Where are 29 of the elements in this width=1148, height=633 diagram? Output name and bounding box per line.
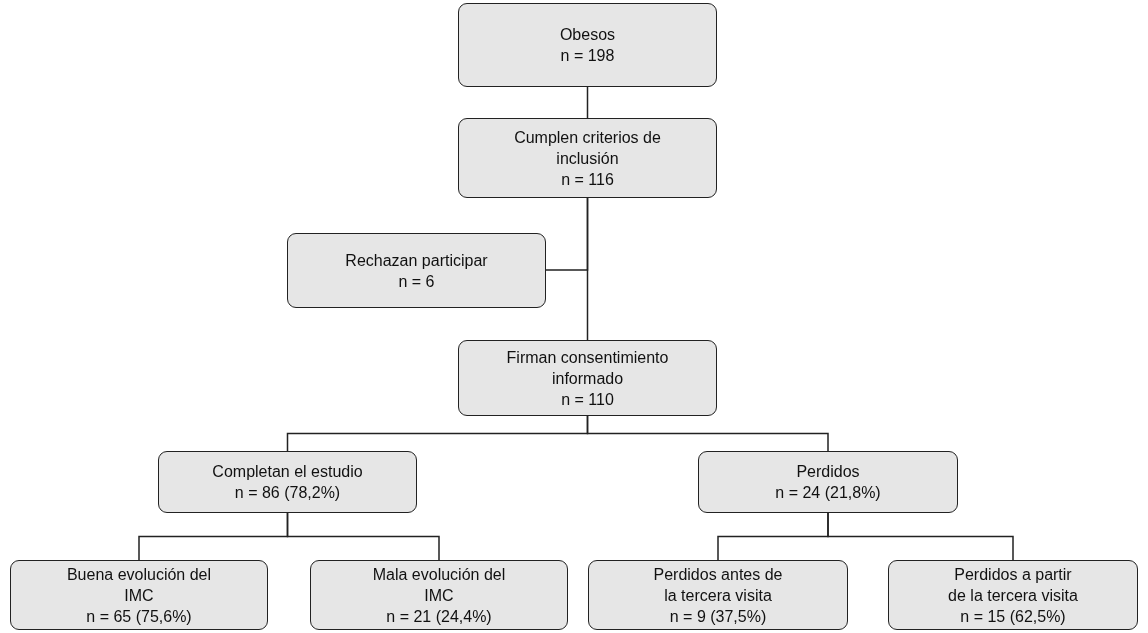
connector-line bbox=[586, 86, 589, 119]
process-box bbox=[158, 451, 417, 513]
count-text: n = 116 bbox=[561, 169, 614, 190]
connector-line bbox=[586, 197, 589, 341]
process-box bbox=[310, 560, 568, 630]
process-box bbox=[458, 340, 717, 416]
process-box bbox=[458, 3, 717, 87]
box-title: Perdidos bbox=[796, 462, 860, 482]
process-box bbox=[588, 560, 848, 630]
count-text: n = 15 (62,5%) bbox=[960, 606, 1066, 627]
count-text: n = 198 bbox=[560, 46, 615, 66]
connector-line bbox=[586, 415, 829, 452]
count-text: n = 24 (21,8%) bbox=[775, 483, 881, 503]
count-text: n = 65 (75,6%) bbox=[86, 606, 192, 627]
process-box bbox=[698, 451, 958, 513]
process-box bbox=[10, 560, 268, 630]
count-text: n = 86 (78,2%) bbox=[234, 483, 341, 503]
count-text: n = 110 bbox=[561, 389, 614, 410]
process-box bbox=[287, 233, 546, 308]
box-title: Rechazan participar bbox=[345, 250, 488, 271]
box-title: Obesos bbox=[559, 25, 616, 45]
connector-line bbox=[286, 512, 440, 561]
process-box bbox=[458, 118, 717, 198]
box-title: Completan el estudio bbox=[212, 462, 363, 482]
count-text: n = 9 (37,5%) bbox=[669, 606, 767, 627]
count-text: n = 21 (24,4%) bbox=[386, 606, 492, 627]
connector-line bbox=[827, 512, 1014, 561]
process-box bbox=[888, 560, 1138, 630]
count-text: n = 6 bbox=[398, 271, 435, 292]
